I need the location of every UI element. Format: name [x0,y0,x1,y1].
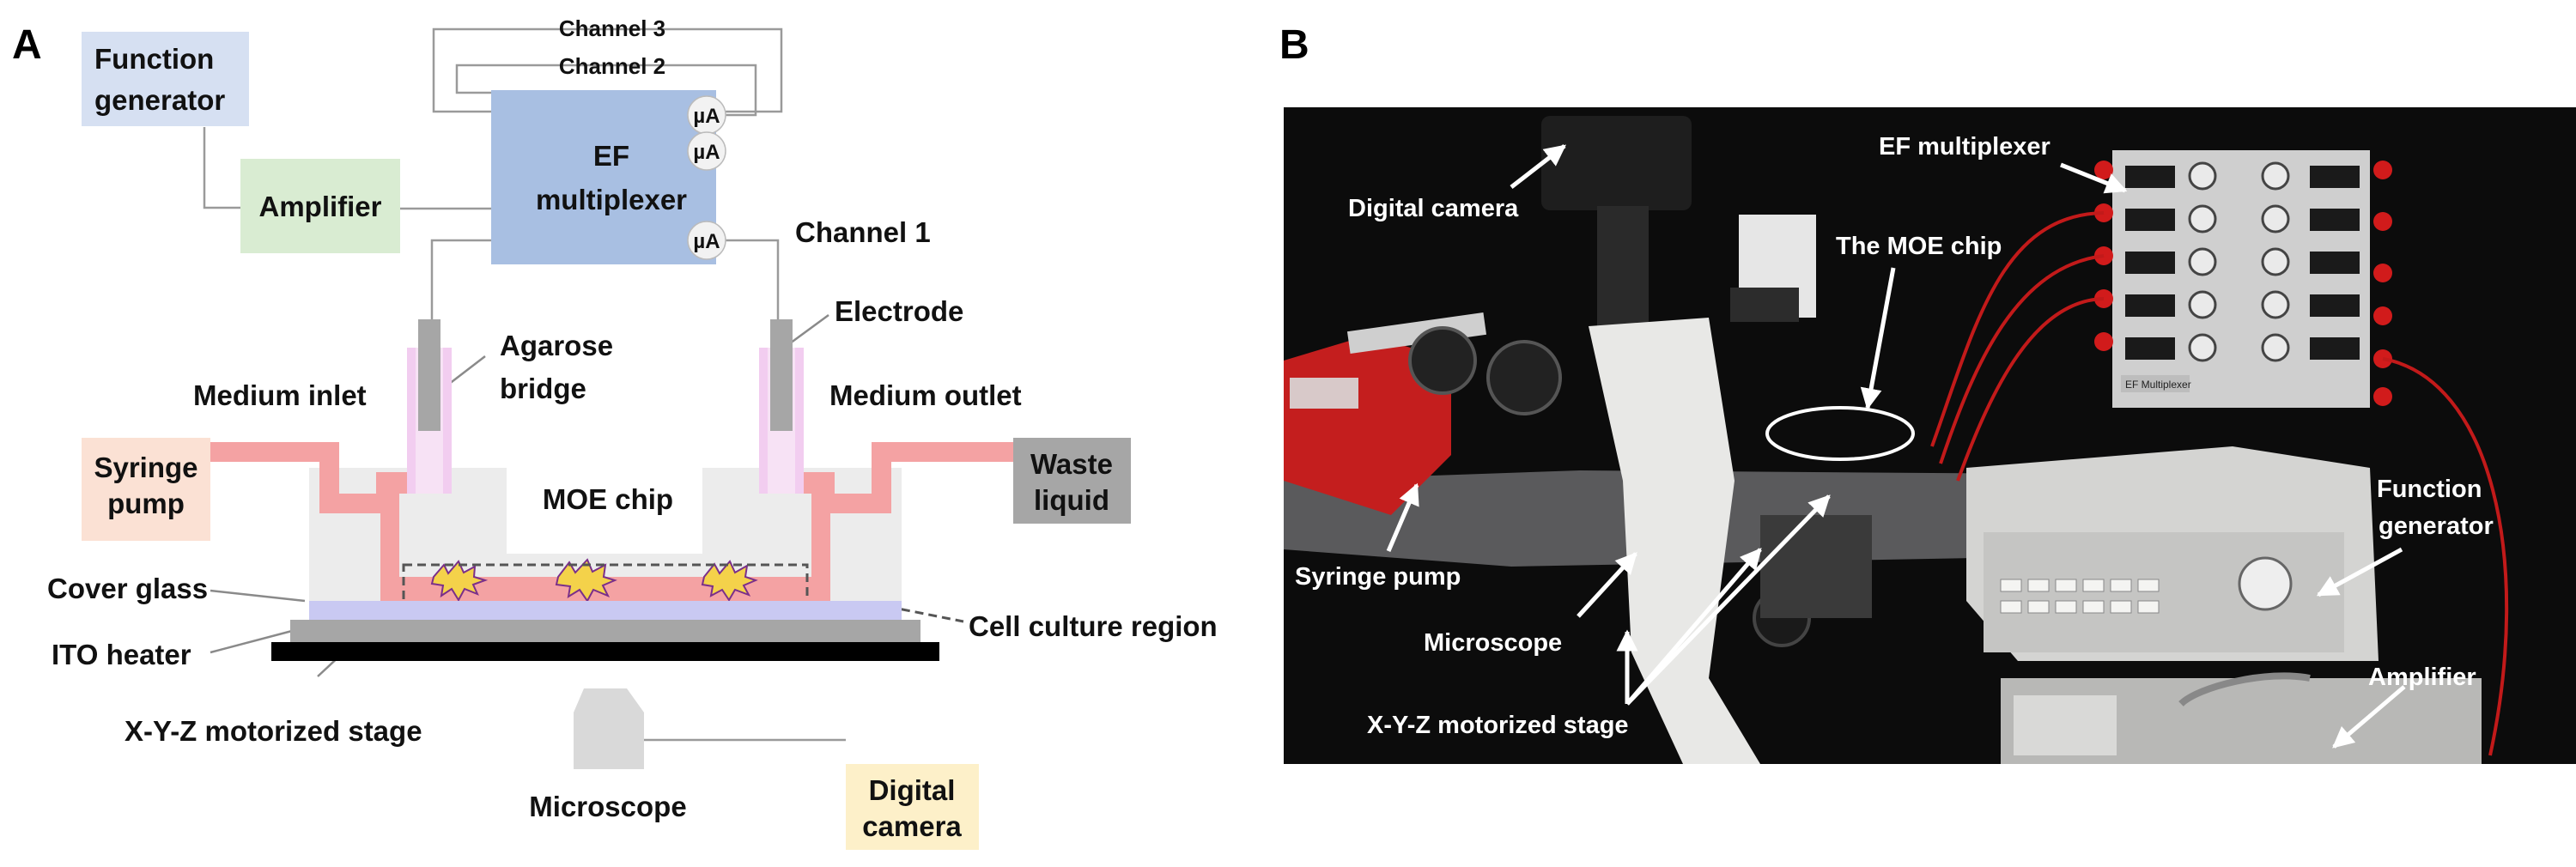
panel-a-letter: A [12,22,42,68]
photo-label-function-generator-line2: generator [2379,512,2494,540]
arrow-function-generator [2316,547,2403,597]
amplifier-box [240,159,400,253]
photo-label-microscope: Microscope [1424,629,1562,657]
leader-cover-glass [210,589,306,603]
lab-setup-photo: EF Multiplexer [1284,116,2509,764]
motorized-stage [271,642,939,661]
camera-body [1541,116,1692,210]
microscope-label: Microscope [529,791,686,822]
photo-arrows [1386,144,2406,749]
wire-channel-1 [716,239,780,319]
eyepiece-left [1408,326,1477,395]
photo-label-function-generator-line1: Function [2377,476,2482,503]
medium-outlet-label: Medium outlet [829,379,1022,411]
current-meter-label: µA [693,105,720,128]
syringe-pump-box [82,438,210,541]
cells [430,558,758,603]
illuminator-base [1730,288,1799,322]
microscope-icon [574,688,644,769]
wire-channel-3 [432,27,783,113]
photo-label-stage: X-Y-Z motorized stage [1367,712,1629,739]
wire-channel-2 [455,64,757,117]
cell-cluster-1 [430,560,489,603]
current-meter-icon [687,221,726,260]
ef-multiplexer-box [491,90,716,264]
amplifier-cable [2178,672,2311,707]
digital-camera-label-line2: camera [862,810,962,842]
photo-label-moe-chip: The MOE chip [1836,233,2002,260]
panel-b-letter: B [1279,22,1309,68]
agarose-bridge-label-line2: bridge [500,373,586,404]
syringe-pump-label-line1: Syringe [94,452,197,483]
medium-inlet-label: Medium inlet [193,379,367,411]
panel-a: A Function generator Amplifier Channel 3… [12,15,1218,850]
ef-multiplexer-device [2112,150,2370,408]
photo-label-syringe-pump: Syringe pump [1295,563,1461,591]
multiplexer-nameplate-text: EF Multiplexer [2125,379,2191,391]
digital-camera-box [846,764,979,850]
ef-multiplexer-label-line2: multiplexer [536,184,687,215]
channel-1-label: Channel 1 [795,216,931,248]
arrow-moe-chip [1860,267,1896,410]
function-generator-keys [2000,579,2160,614]
waste-liquid-label-line2: liquid [1034,484,1109,516]
arrow-microscope [1577,552,1637,618]
digital-camera-label-line1: Digital [869,774,956,806]
arrow-ef-multiplexer [2060,162,2128,194]
arrow-amplifier [2332,685,2406,749]
arrow-stage-2 [1625,494,1831,706]
ito-heater-label: ITO heater [52,639,191,670]
syringe-pump-display [1290,378,1358,409]
leader-ito-heater [210,629,293,654]
ito-heater [290,620,920,642]
cell-culture-region-outline [402,563,809,606]
cover-glass [309,601,902,620]
photo-label-digital-camera: Digital camera [1348,195,1519,222]
camera-tube [1597,206,1649,343]
multiplexer-nameplate [2121,375,2190,392]
function-generator-dial [2238,556,2293,611]
ef-multiplexer-label-line1: EF [593,140,629,172]
cover-glass-label: Cover glass [47,573,208,604]
focus-drive [1760,515,1872,618]
stage-label: X-Y-Z motorized stage [125,715,422,747]
current-meter-icon [687,131,726,171]
eyepiece-right [1486,340,1562,415]
waste-liquid-box [1013,438,1131,524]
red-cables [1930,211,2509,756]
photo-label-amplifier: Amplifier [2368,664,2476,691]
waste-liquid-label-line1: Waste [1030,448,1113,480]
photo-label-ef-multiplexer: EF multiplexer [1879,133,2050,161]
electrode-right [770,319,793,431]
agarose-bridge-label-line1: Agarose [500,330,613,361]
moe-chip-highlight [1765,406,1915,461]
wire-fg-amp [203,127,242,209]
electrode-label: Electrode [835,295,963,327]
current-meter-label: µA [693,230,720,253]
panel-b: B [1279,22,2576,764]
channel-2-label: Channel 2 [559,53,665,79]
current-meter-label: µA [693,141,720,164]
electrode-left [418,319,440,431]
multiplexer-knobs [2188,161,2290,362]
moe-chip-label: MOE chip [543,483,673,515]
syringe-barrel [1346,312,1487,355]
multiplexer-displays [2125,166,2360,360]
microscope-frame [1589,318,1760,764]
wiring [203,27,964,742]
cell-culture-region-label: Cell culture region [969,610,1218,642]
syringe-pump-label-line2: pump [107,488,185,519]
arrow-digital-camera [1510,144,1566,189]
function-generator-box [82,32,249,126]
channel-3-label: Channel 3 [559,15,665,41]
leader-agarose [447,355,486,385]
amplifier-panel [2014,695,2117,755]
function-generator-label-line1: Function [94,43,214,75]
function-generator-label-line2: generator [94,84,225,116]
current-meters: µA µA µA [687,95,726,260]
leader-electrode [789,313,829,345]
amplifier-label: Amplifier [258,191,381,222]
arrow-syringe-pump [1386,482,1419,552]
